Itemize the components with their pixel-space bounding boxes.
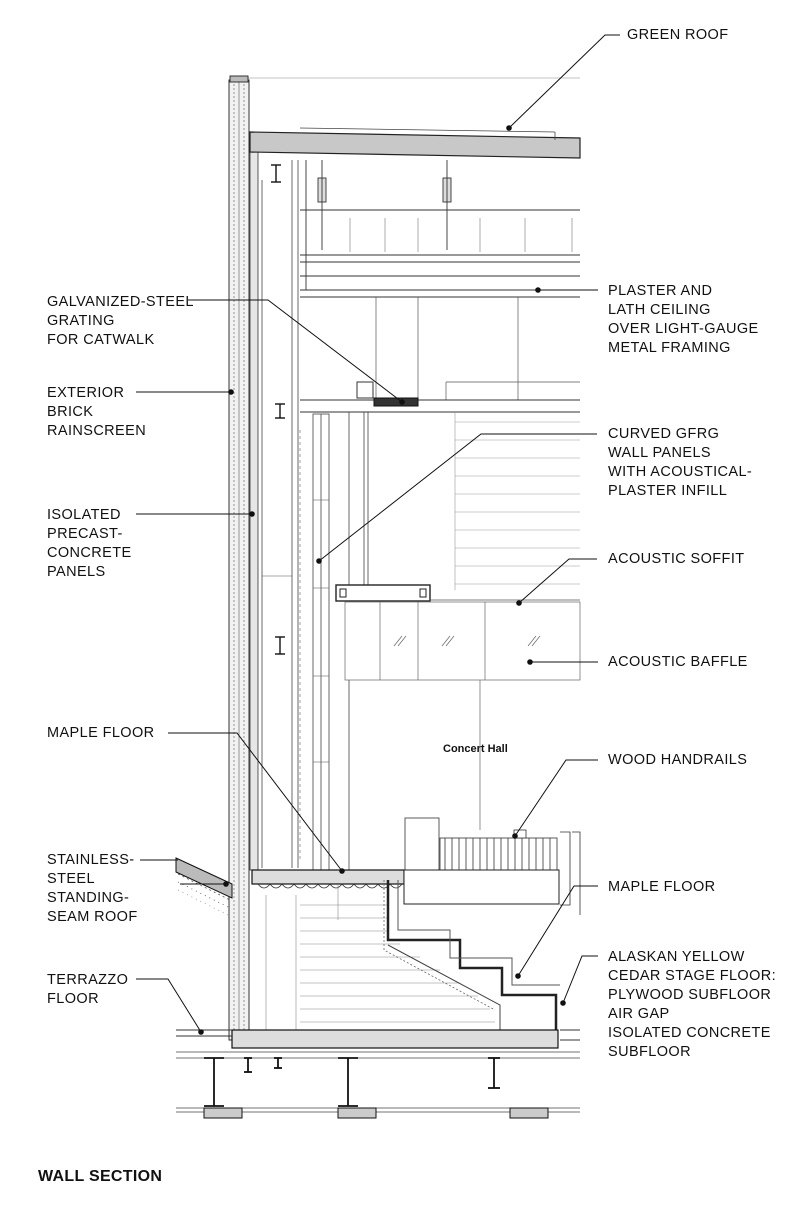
leader-dots: [198, 125, 566, 1035]
callout-acoustic-baffle: ACOUSTIC BAFFLE: [608, 654, 748, 670]
callout-maple-floor-left: MAPLE FLOOR: [47, 725, 155, 741]
callout-cedar-stage-floor: ALASKAN YELLOW CEDAR STAGE FLOOR: PLYWOO…: [608, 949, 777, 1060]
callout-green-roof: GREEN ROOF: [627, 27, 729, 43]
callout-terrazzo-floor: TERRAZZO FLOOR: [47, 972, 129, 1007]
callout-acoustic-soffit: ACOUSTIC SOFFIT: [608, 551, 745, 567]
room-label-concert-hall: Concert Hall: [443, 743, 508, 755]
callout-catwalk-grating: GALVANIZED-STEEL GRATING FOR CATWALK: [47, 294, 194, 348]
building-section: [175, 75, 581, 1119]
callout-maple-floor-right: MAPLE FLOOR: [608, 879, 716, 895]
callout-gfrg-panels: CURVED GFRG WALL PANELS WITH ACOUSTICAL-…: [608, 426, 753, 499]
callout-steel-roof: STAINLESS- STEEL STANDING- SEAM ROOF: [47, 852, 138, 925]
leader-lines: [136, 34, 620, 1033]
drawing-title: WALL SECTION: [38, 1168, 163, 1185]
callout-brick-rainscreen: EXTERIOR BRICK RAINSCREEN: [47, 385, 147, 439]
callout-precast-panels: ISOLATED PRECAST- CONCRETE PANELS: [47, 507, 132, 580]
callout-wood-handrails: WOOD HANDRAILS: [608, 752, 748, 768]
callout-plaster-ceiling: PLASTER AND LATH CEILING OVER LIGHT-GAUG…: [608, 283, 759, 356]
